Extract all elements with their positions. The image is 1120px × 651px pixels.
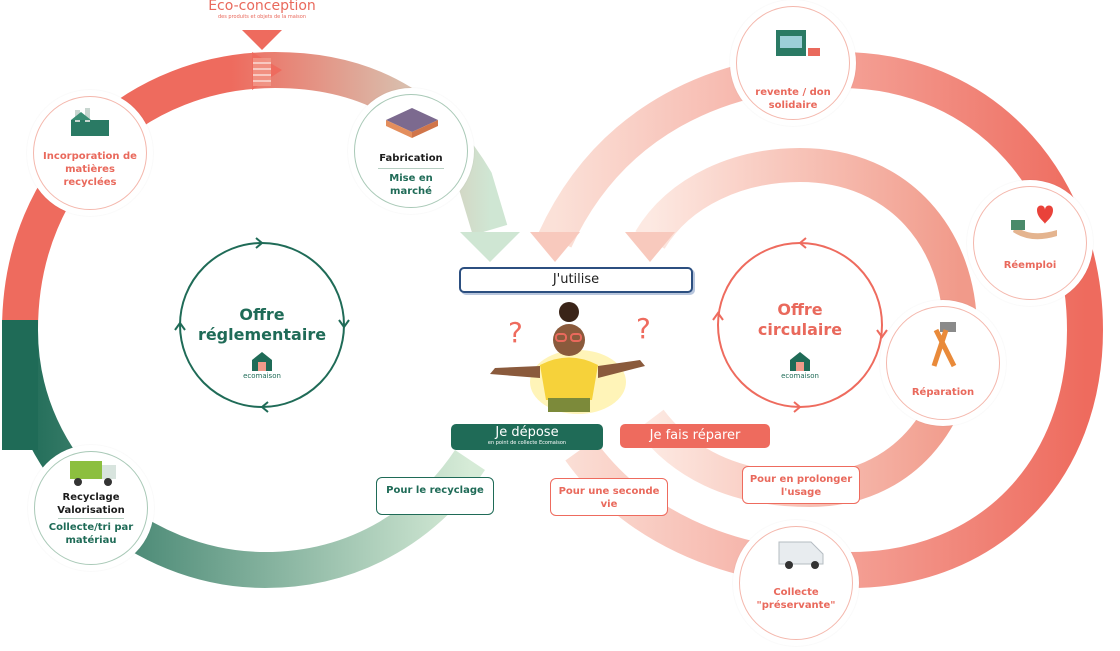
svg-text:?: ? (508, 316, 523, 349)
factory-icon (71, 108, 109, 136)
depose-sublabel: en point de collecte Ecomaison (487, 440, 567, 446)
ecomaison-house-icon (252, 352, 272, 371)
reparer-pill: Je fais réparer (620, 424, 770, 448)
left-loop-title-line2: réglementaire (197, 325, 327, 344)
arrow-into-utilise-right (625, 232, 675, 262)
truck-icon (70, 461, 116, 486)
eco-conception-title: Eco-conception (208, 0, 316, 14)
node-fabrication-divider (378, 168, 444, 169)
ecomaison-house-icon-right (790, 352, 810, 371)
node-revente: revente / don solidaire (730, 0, 856, 126)
node-revente-ring (736, 6, 850, 120)
left-loop-bottom-arc (2, 329, 485, 589)
node-recyclage-divider (58, 518, 124, 519)
eco-conception-marker (242, 30, 282, 50)
van-icon (778, 541, 824, 569)
factory-building-icon (386, 108, 438, 138)
hand-heart-icon (1011, 205, 1057, 240)
right-loop-logo-text: ecomaison (781, 372, 819, 380)
node-reemploi-ring (973, 186, 1087, 300)
node-fabrication-ring (354, 94, 468, 208)
label-prolonger-usage: Pour en prolonger l'usage (742, 466, 860, 504)
depose-label: Je dépose (495, 425, 559, 440)
node-recyclage-title: Recyclage Valorisation (57, 492, 125, 516)
eco-conception-subtitle: des produits et objets de la maison (217, 14, 307, 20)
right-loop-title-line2: circulaire (757, 320, 843, 339)
node-reparation-label: Réparation (911, 387, 975, 398)
left-loop-logo-text: ecomaison (243, 372, 281, 380)
node-recyclage: Recyclage Valorisation Collecte/tri par … (28, 445, 154, 571)
node-recyclage-subtitle: Collecte/tri par matériau (48, 522, 134, 546)
utilise-label: J'utilise (552, 272, 600, 287)
node-collecte-label: Collecte "préservante" (756, 587, 836, 611)
node-fabrication-title: Fabrication (379, 153, 443, 164)
arrow-into-utilise-left (460, 232, 520, 262)
node-incorporation-label: Incorporation de matières recyclées (43, 151, 137, 188)
svg-text:?: ? (636, 312, 651, 345)
reparer-label: Je fais réparer (649, 428, 741, 443)
label-seconde-vie: Pour une seconde vie (550, 478, 668, 516)
shop-icon (776, 30, 820, 56)
left-loop-title-line1: Offre (239, 305, 285, 324)
node-fabrication-subtitle: Mise en marché (389, 173, 433, 197)
label-pour-recyclage: Pour le recyclage (376, 477, 494, 515)
arrow-into-utilise-mid (530, 232, 580, 262)
node-reparation-ring (886, 306, 1000, 420)
node-reemploi-label: Réemploi (1003, 260, 1057, 271)
eco-conception-band (253, 58, 271, 86)
node-recyclage-ring (34, 451, 148, 565)
node-incorporation-ring (33, 96, 147, 210)
node-reparation: Réparation (880, 300, 1006, 426)
depose-pill: Je dépose en point de collecte Ecomaison (451, 424, 603, 450)
node-reemploi: Réemploi (967, 180, 1093, 306)
node-collecte-ring (739, 526, 853, 640)
node-collecte: Collecte "préservante" (733, 520, 859, 646)
person-illustration: ? ? (490, 302, 651, 414)
node-incorporation: Incorporation de matières recyclées (27, 90, 153, 216)
node-revente-label: revente / don solidaire (755, 87, 831, 111)
utilise-pill: J'utilise (459, 267, 693, 293)
node-fabrication: Fabrication Mise en marché (348, 88, 474, 214)
tools-icon (931, 322, 957, 368)
right-loop-title-line1: Offre (777, 300, 823, 319)
